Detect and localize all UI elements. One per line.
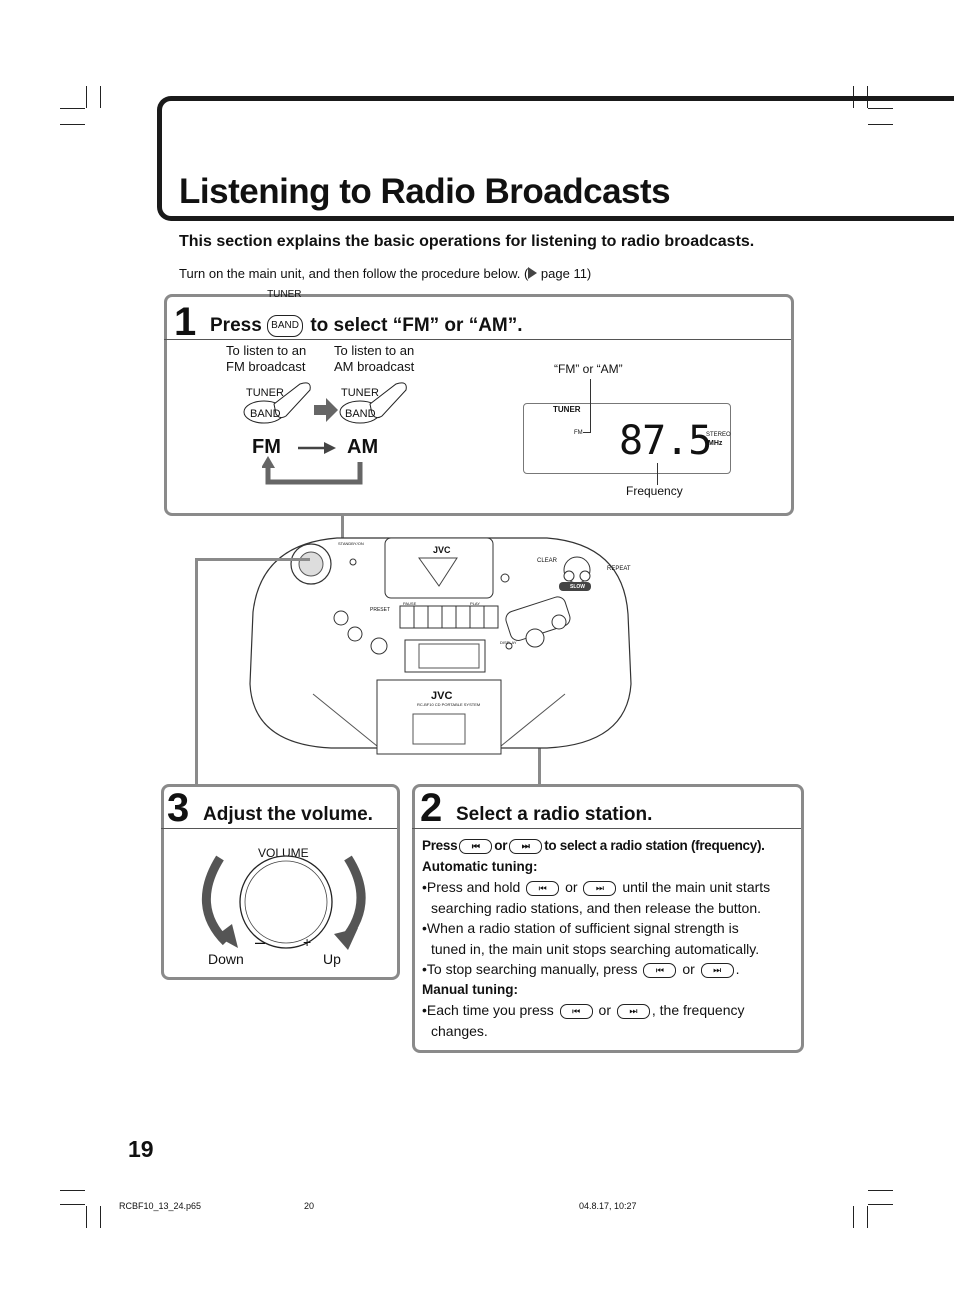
footer-file: RCBF10_13_24.p65: [119, 1201, 202, 1211]
callout-line: [583, 432, 591, 433]
step2-number: 2: [420, 786, 443, 830]
skip-forward-icon: ⏭: [583, 880, 617, 896]
frequency-callout: Frequency: [626, 484, 683, 498]
crop-mark: [853, 1206, 854, 1228]
crop-mark: [60, 1190, 85, 1191]
page-title: Listening to Radio Broadcasts: [179, 172, 671, 211]
stop-search-bullet: •To stop searching manually, press ⏮ or …: [422, 961, 740, 978]
crop-mark: [868, 124, 893, 125]
skip-forward-icon: ⏭: [700, 962, 734, 978]
skip-back-icon: ⏮: [526, 880, 560, 896]
step1-divider: [164, 339, 791, 340]
am-caption: To listen to an AM broadcast: [334, 343, 415, 374]
fm-label: FM: [252, 436, 281, 458]
lcd-display: [523, 403, 731, 474]
crop-mark: [86, 1206, 87, 1228]
auto-tuning-bullet: •Press and hold ⏮ or ⏭ until the main un…: [422, 879, 771, 896]
band-cycle-arrows: [262, 442, 363, 485]
crop-mark: [868, 108, 893, 109]
volume-up-label: Up: [323, 951, 341, 967]
boombox-illustration: [249, 537, 632, 755]
intro-text: Turn on the main unit, and then follow t…: [179, 266, 592, 281]
skip-forward-icon: ⏭: [509, 838, 543, 854]
callout-line: [657, 463, 658, 485]
finger-press-illustration: [243, 382, 407, 424]
connector-line: [195, 558, 198, 784]
page-number: 19: [128, 1136, 154, 1162]
automatic-tuning-heading: Automatic tuning:: [422, 859, 538, 874]
crop-mark: [60, 1204, 85, 1205]
crop-mark: [100, 1206, 101, 1228]
band-button-ref: TUNER BAND: [267, 289, 305, 337]
crop-mark: [86, 86, 87, 108]
crop-mark: [868, 1204, 893, 1205]
lcd-frequency: 87.5: [619, 418, 712, 464]
skip-back-icon: ⏮: [643, 962, 677, 978]
skip-back-icon: ⏮: [459, 838, 493, 854]
footer-stamp: 04.8.17, 10:27: [579, 1201, 637, 1211]
device-brand: JVC: [431, 690, 453, 702]
fm-or-am-callout: “FM” or “AM”: [554, 362, 623, 376]
connector-line: [195, 558, 310, 561]
crop-mark: [60, 108, 85, 109]
step1-heading: Press TUNER BAND to select “FM” or “AM”.: [210, 289, 523, 337]
fm-caption: To listen to an FM broadcast: [226, 343, 307, 374]
skip-back-icon: ⏮: [559, 1003, 593, 1019]
volume-knob-illustration: [202, 855, 366, 950]
step2-instruction: Press⏮or⏭to select a radio station (freq…: [422, 838, 765, 854]
manual-tuning-heading: Manual tuning:: [422, 982, 518, 997]
step3-heading: Adjust the volume.: [203, 804, 373, 825]
crop-mark: [60, 124, 85, 125]
triangle-right-icon: [528, 267, 538, 279]
crop-mark: [867, 1206, 868, 1228]
step1-number: 1: [174, 300, 197, 344]
title-frame: [157, 96, 954, 221]
step3-divider: [161, 828, 397, 829]
step3-number: 3: [167, 786, 190, 830]
am-label: AM: [347, 436, 379, 458]
step2-divider: [412, 828, 801, 829]
crop-mark: [868, 1190, 893, 1191]
intro-heading: This section explains the basic operatio…: [179, 233, 755, 250]
skip-forward-icon: ⏭: [616, 1003, 650, 1019]
volume-down-label: Down: [208, 951, 244, 967]
footer-sheet: 20: [304, 1201, 315, 1211]
manual-tuning-bullet: •Each time you press ⏮ or ⏭, the frequen…: [422, 1002, 745, 1019]
step2-heading: Select a radio station.: [456, 804, 653, 825]
band-button-icon: BAND: [267, 315, 304, 337]
crop-mark: [100, 86, 101, 108]
callout-line: [590, 379, 591, 433]
